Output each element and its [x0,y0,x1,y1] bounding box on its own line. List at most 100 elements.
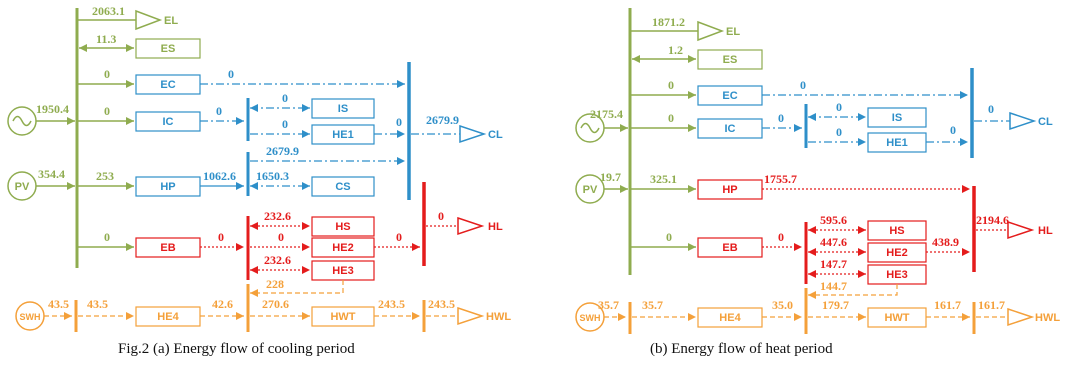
he4-out-value: 42.6 [212,297,233,311]
hp-label: HP [160,181,175,193]
hs-value: 232.6 [264,209,291,223]
he3-value: 147.7 [820,257,847,271]
ec-in-value: 0 [668,78,674,92]
he2-label: HE2 [886,247,907,259]
el-value: 1871.2 [652,15,685,29]
he1-value: 0 [282,117,288,131]
pv-value: 19.7 [600,170,621,184]
pv-label: PV [15,181,30,193]
is-box [867,107,927,128]
hs-box [311,216,375,237]
grid-value: 2175.4 [590,107,623,121]
cl-label: CL [1038,116,1053,128]
cl-load-arrow [459,124,487,144]
ec-label: EC [160,79,175,91]
hwl-load-arrow [1007,307,1035,327]
hl-load-arrow [457,216,485,236]
hp-top-value: 2679.9 [266,144,299,158]
is-box [311,98,375,119]
el-value: 2063.1 [92,4,125,18]
swh-out-value: 35.7 [642,298,663,312]
he3-label: HE3 [886,269,907,281]
he4-out-value: 35.0 [772,298,793,312]
caption-cooling: Fig.2 (a) Energy flow of cooling period [118,341,355,357]
swh-out-value: 43.5 [87,297,108,311]
he2-out-value: 0 [396,230,402,244]
cs-box [311,176,375,197]
es-value: 1.2 [668,43,683,57]
hs-label: HS [889,225,904,237]
es-value: 11.3 [96,32,116,46]
is-label: IS [892,112,902,124]
hwt-in-value: 270.6 [262,297,289,311]
swh-value: 35.7 [598,298,619,312]
es-label: ES [161,43,176,55]
hwt-out-value: 243.5 [378,297,405,311]
hl-label: HL [1038,225,1053,237]
sine-wave-icon [12,115,32,127]
eb-out-value: 0 [218,230,224,244]
hp-out-value: 1062.6 [203,169,236,183]
eb-label: EB [160,242,175,254]
ic-in-value: 0 [104,104,110,118]
hwl-value: 161.7 [978,298,1005,312]
he4-label: HE4 [719,312,741,324]
he4-label: HE4 [157,311,179,323]
is-label: IS [338,103,348,115]
he2-value: 0 [278,230,284,244]
cl-load-arrow [1009,111,1037,131]
ic-label: IC [725,123,736,135]
ec-in-value: 0 [104,67,110,81]
caption-heat: (b) Energy flow of heat period [650,341,833,357]
hs-box [867,220,927,241]
hl-out-value: 438.9 [932,235,959,249]
heat-period-panel: 2175.4 PV 19.7 EL 1871.2 ES 1.2 0 EC 0 0… [575,8,1060,334]
loop-value: 144.7 [820,279,847,293]
he3-value: 232.6 [264,253,291,267]
hs-value: 595.6 [820,213,847,227]
loop-value: 228 [266,277,284,291]
hwt-out-value: 161.7 [934,298,961,312]
eb-in-value: 0 [666,230,672,244]
hp-label: HP [722,184,737,196]
cs-value: 1650.3 [256,169,289,183]
he1-label: HE1 [332,129,353,141]
el-label: EL [164,15,178,27]
ec-out-value: 0 [228,67,234,81]
hl-load-arrow [1007,220,1035,240]
ic-label: IC [163,116,174,128]
hwl-value: 243.5 [428,297,455,311]
ec-out-value: 0 [800,78,806,92]
pv-value: 354.4 [38,167,65,181]
pv-label: PV [583,184,598,196]
hp-in-value: 253 [96,169,114,183]
hwt-label: HWT [330,311,355,323]
he2-value: 447.6 [820,235,847,249]
grid-value: 1950.4 [36,102,69,116]
hs-label: HS [335,221,350,233]
ec-label: EC [722,90,737,102]
hp-in-value: 325.1 [650,172,677,186]
he1-out-value: 0 [396,115,402,129]
sine-wave-icon [580,122,600,134]
hwl-load-arrow [457,306,485,326]
swh-label: SWH [20,312,41,322]
cl-label: CL [488,129,503,141]
el-label: EL [726,26,740,38]
es-label: ES [723,54,738,66]
hwt-label: HWT [884,312,909,324]
hl-label: HL [488,221,503,233]
eb-label: EB [722,242,737,254]
eb-out-value: 0 [778,230,784,244]
el-load-arrow [135,9,163,31]
he1-out-value: 0 [950,123,956,137]
he3-label: HE3 [332,265,353,277]
ic-out-value: 0 [216,104,222,118]
ic-out-value: 0 [778,111,784,125]
cooling-period-panel: 1950.4 PV 354.4 EL 2063.1 ES 11.3 0 EC 0… [7,4,511,332]
hwt-in-value: 179.7 [822,298,849,312]
hwl-label: HWL [1035,312,1060,324]
el-load-arrow [697,20,725,42]
cl-value: 0 [988,102,994,116]
